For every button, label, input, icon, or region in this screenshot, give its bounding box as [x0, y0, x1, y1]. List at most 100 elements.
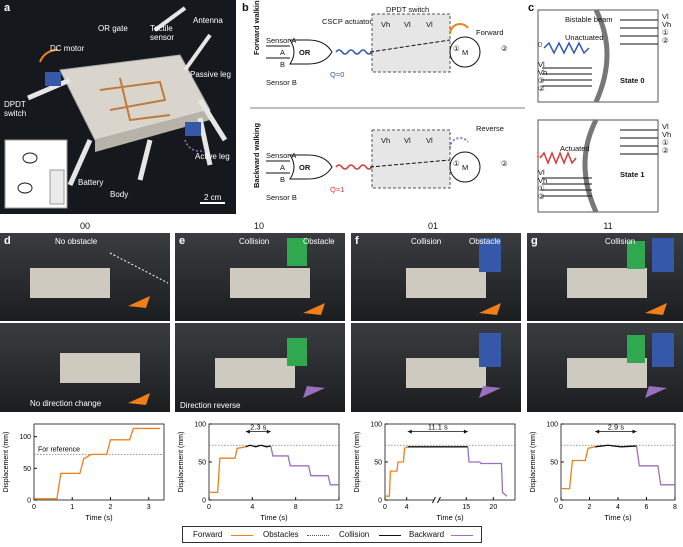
y-tick-label: 50	[198, 460, 206, 467]
sensor-a-backward: Sensor A	[266, 151, 297, 160]
dpdt-switch-box-backward	[371, 129, 451, 189]
panel-f-letter: f	[355, 235, 359, 247]
x-tick-label: 4	[250, 504, 254, 511]
y-tick-label: 50	[23, 466, 31, 473]
terminal-2-c-0b: ②	[538, 84, 545, 93]
y-tick-label: 0	[378, 498, 382, 505]
terminal-1-backward: ①	[453, 159, 460, 168]
duration-arrowhead-left	[407, 429, 412, 434]
panel-d-photo-top: d No obstacle	[0, 233, 170, 321]
scale-bar-label: 2 cm	[204, 193, 222, 202]
robot-illustration	[4, 6, 228, 209]
code-f: 01	[427, 221, 438, 231]
collision-label-g: Collision	[605, 237, 636, 246]
or-gate-backward	[289, 154, 333, 180]
obstacle-label-e: Obstacle	[303, 237, 335, 246]
y-tick-label: 50	[374, 460, 382, 467]
duration-annotation: 11.1 s	[428, 423, 448, 432]
duration-arrowhead-right	[632, 429, 637, 434]
code-e: 10	[253, 221, 264, 231]
legend-forward-swatch	[231, 535, 253, 536]
x-tick-label: 2	[588, 504, 592, 511]
panel-g-photo-top: g Collision	[527, 233, 683, 321]
legend-forward-label: Forward	[193, 530, 223, 539]
duration-arrowhead-left	[595, 429, 600, 434]
state1-label: State 1	[620, 170, 645, 179]
legend-backward-label: Backward	[409, 530, 445, 539]
vh-backward: Vh	[381, 136, 391, 145]
cscp-actuator-forward	[335, 49, 373, 55]
series-forward	[385, 446, 409, 497]
y-axis-label: Displacement (mm)	[530, 432, 537, 493]
series-forward	[34, 427, 161, 500]
motor-backward	[449, 151, 481, 183]
x-tick-label: 0	[559, 504, 563, 511]
input-b-forward: B	[280, 60, 286, 69]
vh-c-0b: Vh	[538, 68, 548, 77]
series-backward	[635, 445, 675, 486]
y-tick-label: 100	[546, 422, 558, 429]
y-tick-label: 100	[370, 422, 382, 429]
unactuated-label: Unactuated	[565, 33, 604, 42]
terminal-2-c-1b: ②	[538, 192, 545, 201]
axis-break-mark	[437, 496, 441, 504]
battery-label: Battery	[78, 178, 104, 187]
vl-backward-1: Vl	[404, 136, 411, 145]
no-obstacle-label: No obstacle	[55, 237, 98, 246]
duration-annotation: 2.9 s	[608, 423, 625, 432]
forward-walking-title: Forward walking	[252, 0, 261, 55]
spring-state1	[539, 150, 577, 166]
series-forward	[209, 446, 246, 494]
vl-c-1b: Vl	[538, 168, 545, 177]
or-gate-forward	[289, 39, 333, 65]
active-leg-label: Active leg	[195, 152, 230, 161]
panel-d-photo-bottom: No direction change	[0, 323, 170, 412]
sensor-a-forward: Sensor A	[266, 36, 297, 45]
or-label-backward: OR	[299, 163, 311, 172]
y-axis-label: Displacement (mm)	[3, 432, 10, 493]
bistable-beam-state0	[593, 8, 610, 104]
vh-c-1b: Vh	[538, 176, 548, 185]
terminal-2-forward: ②	[501, 44, 508, 53]
terminal-2-c-0: ②	[662, 36, 669, 45]
x-tick-label: 6	[645, 504, 649, 511]
forward-label: Forward	[476, 28, 504, 37]
x-tick-label: 4	[616, 504, 620, 511]
input1-label: 1	[536, 150, 541, 159]
legend-collision-label: Collision	[339, 530, 370, 539]
duration-arrowhead-right	[266, 429, 271, 434]
y-axis-label: Displacement (mm)	[354, 432, 361, 493]
reverse-label: Reverse	[476, 124, 504, 133]
y-tick-label: 100	[194, 422, 206, 429]
axis-break-gap	[433, 497, 440, 503]
q1-label: Q=1	[330, 185, 345, 194]
vl-forward-2: Vl	[426, 20, 433, 29]
x-tick-label: 8	[294, 504, 298, 511]
reference-label: For reference	[38, 446, 80, 453]
dpdt-switch-box-forward	[371, 13, 451, 73]
input-a-backward: A	[280, 163, 286, 172]
y-tick-label: 0	[554, 498, 558, 505]
duration-arrowhead-left	[245, 429, 250, 434]
x-tick-label: 1	[70, 504, 74, 511]
panel-a-photo: a Antenna OR gate Tactile sensor DC moto…	[0, 0, 236, 214]
passive-leg-label: Passive leg	[190, 70, 231, 79]
motor-label-forward: M	[462, 48, 469, 57]
panel-b-letter: b	[242, 2, 249, 14]
input-a-forward: A	[280, 48, 286, 57]
bistable-beam-state1	[582, 118, 599, 214]
tactile-sensor-label: Tactile sensor	[150, 24, 175, 42]
collision-label-e: Collision	[239, 237, 270, 246]
terminal-2-backward: ②	[501, 159, 508, 168]
plot-frame	[384, 423, 516, 501]
actuated-label: Actuated	[560, 144, 590, 153]
motor-label-backward: M	[462, 163, 469, 172]
body-label: Body	[110, 190, 129, 199]
plot-frame	[208, 423, 340, 501]
dpdt-switch-label-b: DPDT switch	[386, 5, 430, 14]
state0-label: State 0	[620, 76, 645, 85]
